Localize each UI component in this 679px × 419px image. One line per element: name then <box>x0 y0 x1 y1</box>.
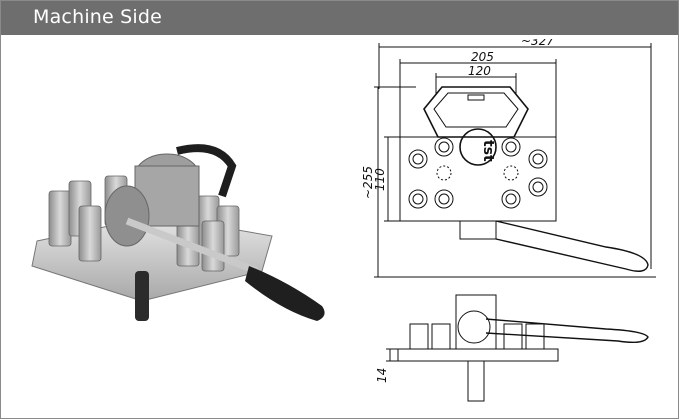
product-illustration <box>31 144 325 321</box>
dim-plate-thickness: 14 <box>375 368 389 383</box>
dim-overall-width: ~327 <box>521 39 554 48</box>
brand-logo: tst <box>480 140 496 162</box>
dim-body-height: 110 <box>373 168 387 191</box>
dim-body-width: 205 <box>471 50 494 64</box>
dim-overall-height: ~255 <box>361 166 375 199</box>
dim-handle-width: 120 <box>468 64 491 78</box>
dimension-drawing: ~327 205 120 ~255 110 14 tst <box>361 39 656 402</box>
section-header: Machine Side <box>1 1 678 35</box>
section-title: Machine Side <box>33 6 163 28</box>
